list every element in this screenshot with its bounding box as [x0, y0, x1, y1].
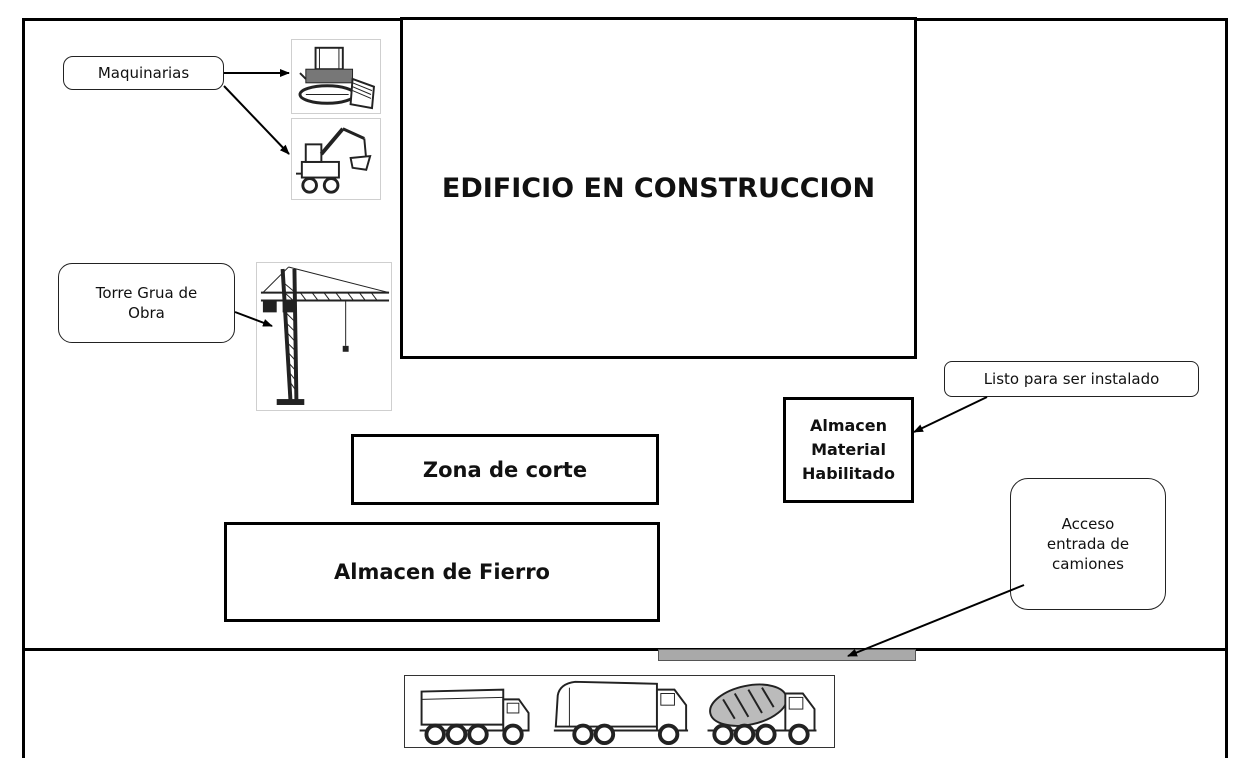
- building-label: EDIFICIO EN CONSTRUCCION: [441, 172, 876, 204]
- access-callout-line-3: camiones: [1052, 555, 1124, 573]
- crane-callout-line-1: Torre Grua de: [95, 284, 198, 302]
- material-storage-line-2: Material: [811, 440, 886, 459]
- material-storage-line-3: Habilitado: [802, 464, 895, 483]
- bulldozer-icon: [291, 39, 381, 114]
- cutting-zone-label: Zona de corte: [422, 457, 588, 482]
- access-gate: [658, 649, 916, 661]
- crane-callout: Torre Grua de Obra: [58, 263, 235, 343]
- building-zone: EDIFICIO EN CONSTRUCCION: [400, 17, 917, 359]
- boundary-line-left: [22, 651, 25, 758]
- access-callout-line-2: entrada de: [1046, 535, 1130, 553]
- concrete-mixer-truck-icon: [707, 683, 817, 746]
- material-storage-line-1: Almacen: [809, 416, 888, 435]
- excavator-icon: [291, 118, 381, 200]
- ready-callout: Listo para ser instalado: [944, 361, 1199, 397]
- boundary-line-right: [1225, 651, 1228, 758]
- trucks-panel: [404, 675, 835, 748]
- access-callout: Acceso entrada de camiones: [1010, 478, 1166, 610]
- crane-callout-line-2: Obra: [128, 304, 165, 322]
- ready-callout-label: Listo para ser instalado: [983, 370, 1160, 388]
- iron-storage-label: Almacen de Fierro: [334, 560, 550, 584]
- dump-truck-icon: [419, 688, 530, 746]
- iron-storage-zone: Almacen de Fierro: [224, 522, 660, 622]
- material-storage-zone: Almacen Material Habilitado: [783, 397, 914, 503]
- machinery-callout: Maquinarias: [63, 56, 224, 90]
- machinery-callout-label: Maquinarias: [97, 64, 190, 82]
- garbage-truck-icon: [553, 680, 689, 746]
- tower-crane-icon: [256, 262, 392, 411]
- access-callout-line-1: Acceso: [1061, 515, 1115, 533]
- cutting-zone: Zona de corte: [351, 434, 659, 505]
